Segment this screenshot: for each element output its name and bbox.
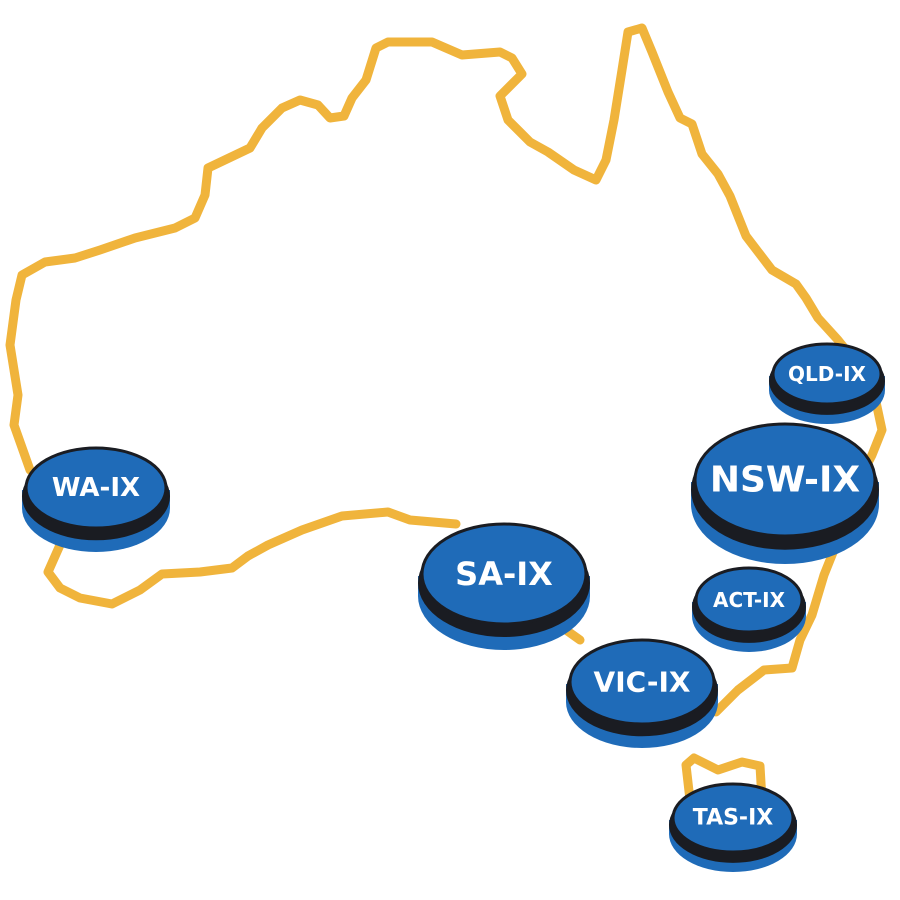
ix-disc-nsw: NSW-IX — [691, 422, 879, 564]
south-coast-outline — [43, 507, 461, 609]
ix-label-tas: TAS-IX — [693, 806, 773, 831]
disc-top — [568, 638, 716, 726]
ix-disc-sa: SA-IX — [418, 522, 590, 650]
disc-top — [771, 342, 883, 406]
ix-disc-vic: VIC-IX — [566, 638, 718, 748]
ix-label-vic: VIC-IX — [594, 666, 691, 699]
ix-label-wa: WA-IX — [52, 473, 140, 503]
disc-top — [420, 522, 588, 626]
ix-disc-act: ACT-IX — [692, 566, 806, 652]
ix-disc-tas: TAS-IX — [669, 782, 797, 872]
ix-disc-qld: QLD-IX — [769, 342, 885, 424]
mainland-outline — [5, 23, 887, 717]
ix-disc-wa: WA-IX — [22, 446, 170, 552]
ix-label-sa: SA-IX — [455, 555, 553, 593]
disc-top — [24, 446, 168, 530]
disc-top — [671, 782, 795, 854]
disc-top — [694, 566, 804, 634]
disc-top — [693, 422, 877, 538]
exchange-discs: QLD-IX NSW-IX WA-IX SA-IX ACT-IX VIC-IX TAS-IX — [22, 342, 885, 872]
ix-label-nsw: NSW-IX — [710, 460, 860, 501]
ix-label-qld: QLD-IX — [788, 362, 866, 386]
ix-label-act: ACT-IX — [713, 588, 786, 612]
tasmania-outline — [681, 753, 767, 805]
